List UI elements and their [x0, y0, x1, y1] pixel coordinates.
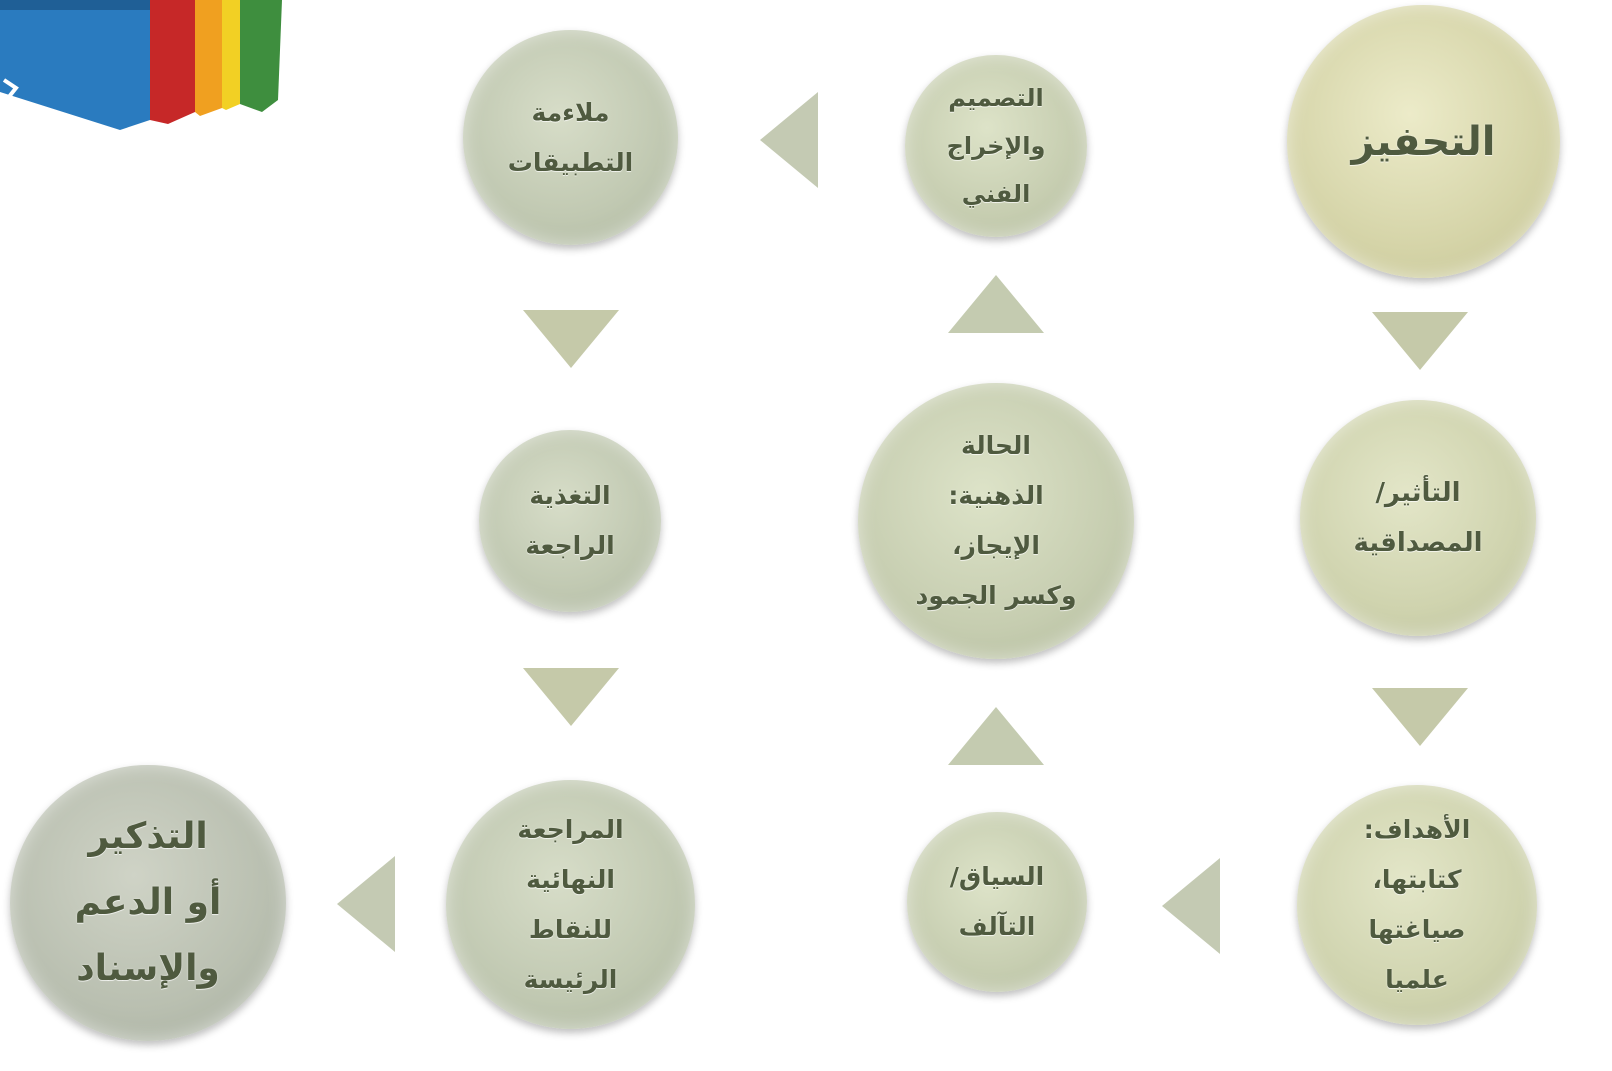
- arrow-up-2: [948, 275, 1044, 333]
- node-feedback: التغذية الراجعة: [479, 430, 661, 612]
- node-objectives-line-2: كتابتها،: [1372, 865, 1462, 894]
- node-final-review-line-4: الرئيسة: [523, 964, 618, 994]
- node-objectives-line-1: الأهداف:: [1363, 815, 1471, 844]
- node-motivation-line-1: التحفيز: [1351, 118, 1496, 165]
- book-red: [150, 0, 195, 124]
- book-orange: [195, 0, 222, 116]
- node-final-review: المراجعة النهائية للنقاط الرئيسة: [446, 780, 695, 1029]
- node-objectives-line-3: صياغتها: [1368, 915, 1466, 944]
- arrow-down-1: [1372, 312, 1468, 370]
- node-final-review-line-3: للنقاط: [528, 914, 613, 944]
- node-reminder-line-2: أو الدعم: [74, 882, 222, 923]
- book-blue-top: [0, 0, 150, 10]
- node-impact-line-2: المصداقية: [1353, 528, 1483, 558]
- node-design-line-2: والإخراج: [946, 132, 1046, 160]
- node-objectives-line-4: علميا: [1385, 965, 1449, 994]
- book-blue-cover: [0, 0, 150, 130]
- arrow-left-1: [1162, 858, 1220, 954]
- node-reminder: التذكير أو الدعم والإسناد: [10, 765, 286, 1041]
- arrow-down-2: [1372, 688, 1468, 746]
- node-design-line-1: التصميم: [948, 84, 1044, 112]
- node-mental-state-line-2: الذهنية:: [948, 481, 1044, 510]
- node-mental-state-line-1: الحالة: [961, 431, 1031, 460]
- node-final-review-line-2: النهائية: [526, 864, 615, 894]
- node-mental-state: الحالة الذهنية: الإيجاز، وكسر الجمود: [858, 383, 1134, 659]
- node-design: التصميم والإخراج الفني: [905, 55, 1087, 237]
- arrow-left-2: [760, 92, 818, 188]
- node-context: السياق/ التآلف: [907, 812, 1087, 992]
- node-context-line-2: التآلف: [958, 912, 1036, 941]
- node-final-review-line-1: المراجعة: [517, 814, 624, 844]
- node-reminder-line-3: والإسناد: [76, 948, 220, 989]
- node-applications-line-1: ملاءمة: [531, 97, 610, 127]
- node-applications: ملاءمة التطبيقات: [463, 30, 678, 245]
- node-context-line-1: السياق/: [949, 862, 1045, 891]
- node-feedback-line-1: التغذية: [529, 481, 611, 510]
- arrow-down-4: [523, 668, 619, 726]
- book-blue-mark: [2, 78, 19, 100]
- books-illustration: [0, 0, 282, 130]
- node-mental-state-line-3: الإيجاز،: [952, 531, 1040, 560]
- node-feedback-line-2: الراجعة: [525, 531, 615, 560]
- node-reminder-line-1: التذكير: [88, 816, 208, 857]
- book-yellow: [222, 0, 240, 110]
- node-applications-line-2: التطبيقات: [507, 147, 634, 177]
- arrow-left-3: [337, 856, 395, 952]
- arrow-down-3: [523, 310, 619, 368]
- node-impact: التأثير/ المصداقية: [1300, 400, 1536, 636]
- arrow-up-1: [948, 707, 1044, 765]
- node-design-line-3: الفني: [961, 180, 1031, 208]
- node-impact-line-1: التأثير/: [1375, 478, 1461, 508]
- book-green: [240, 0, 282, 112]
- node-objectives: الأهداف: كتابتها، صياغتها علميا: [1297, 785, 1537, 1025]
- node-motivation: التحفيز: [1287, 5, 1560, 278]
- node-mental-state-line-4: وكسر الجمود: [915, 581, 1077, 610]
